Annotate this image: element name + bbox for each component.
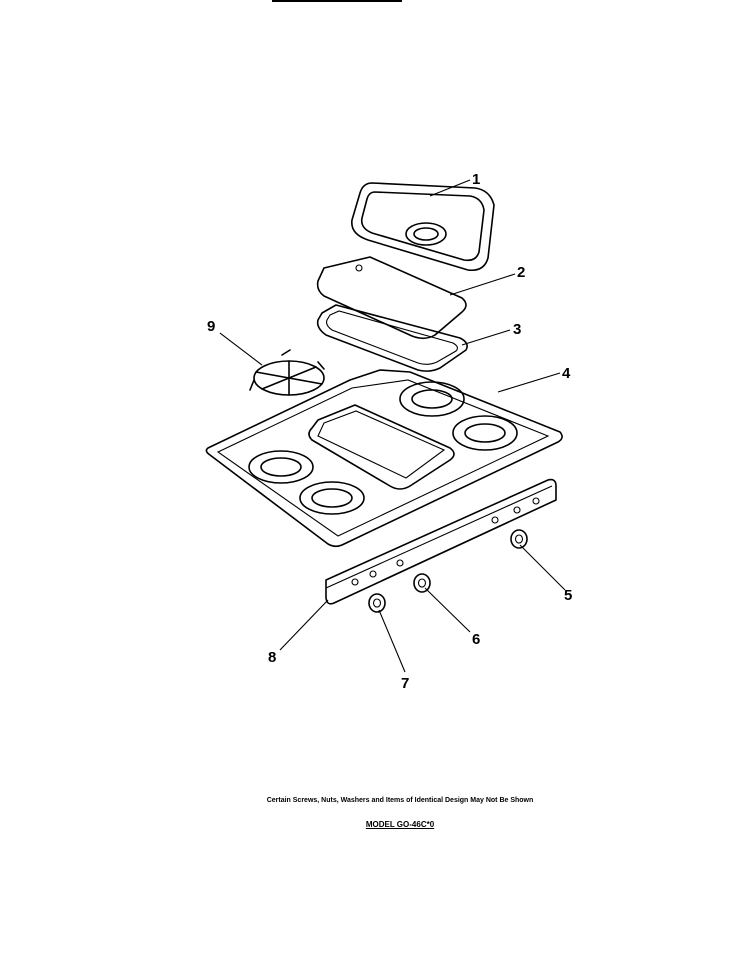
part-5-fastener[interactable] (510, 529, 528, 549)
callout-4: 4 (562, 365, 571, 382)
callout-5: 5 (564, 587, 572, 604)
callout-2: 2 (517, 264, 525, 281)
part-1-grate[interactable] (351, 182, 495, 272)
model-label: MODEL GO-46C*0 (365, 820, 435, 829)
callout-6: 6 (472, 631, 480, 648)
part-6-fastener[interactable] (413, 573, 431, 593)
part-3-gasket[interactable] (316, 304, 468, 372)
part-2-cover[interactable] (316, 256, 467, 340)
header-rule (272, 0, 402, 2)
disclaimer-note: Certain Screws, Nuts, Washers and Items … (266, 797, 534, 804)
part-9-burner-grate[interactable] (249, 349, 325, 396)
callout-7: 7 (401, 675, 409, 692)
callout-9: 9 (207, 318, 215, 335)
callout-1: 1 (472, 171, 480, 188)
leader-lines (219, 179, 566, 673)
part-4-cooktop[interactable] (205, 369, 563, 548)
callout-8: 8 (268, 649, 276, 666)
part-7-fastener[interactable] (368, 593, 386, 613)
callout-3: 3 (513, 321, 521, 338)
